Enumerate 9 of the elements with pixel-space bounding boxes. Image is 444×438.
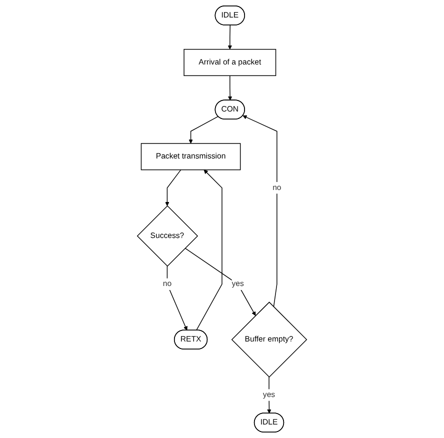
- arrow: [184, 248, 256, 316]
- arrow: [228, 75, 232, 100]
- arrow: [188, 116, 219, 144]
- arrow: [165, 169, 182, 206]
- arrow: [196, 170, 222, 331]
- arrow: [166, 266, 188, 330]
- arrow: [228, 24, 232, 50]
- arrow: [267, 376, 272, 414]
- arrow: [242, 115, 278, 308]
